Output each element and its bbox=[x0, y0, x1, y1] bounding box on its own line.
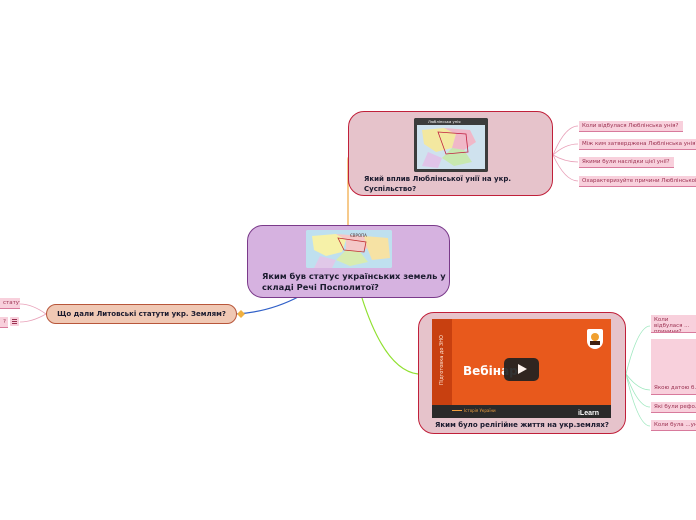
left-leaf-1[interactable]: статути? bbox=[0, 298, 20, 309]
left-topic-title: Що дали Литовські статути укр. Землям? bbox=[57, 310, 226, 318]
notes-icon[interactable] bbox=[10, 317, 19, 326]
bottom-leaf-2: Якою датою б... bbox=[654, 385, 696, 391]
link-left-leaf-2 bbox=[19, 313, 47, 323]
top-leaf-3[interactable]: Якими були наслідки цієї унії? bbox=[579, 157, 674, 168]
bottom-topic[interactable]: Підготовка до ЗНО Історія України Вебіна… bbox=[418, 312, 626, 434]
central-map-image: ЄВРОПА bbox=[306, 230, 392, 268]
top-topic[interactable]: Люблінська унія Який вплив Люблінської у… bbox=[348, 111, 553, 196]
link-bottom-leaf-1 bbox=[625, 325, 651, 375]
top-map-image: Люблінська унія bbox=[414, 118, 488, 172]
link-bottom-leaf-4 bbox=[625, 373, 651, 427]
left-leaf-2[interactable]: ? bbox=[0, 317, 8, 328]
top-leaf-1[interactable]: Коли відбулася Люблінська унія? bbox=[579, 121, 683, 132]
link-top-leaf-4 bbox=[552, 154, 579, 182]
central-topic[interactable]: ЄВРОПА Яким був статус українських земел… bbox=[247, 225, 450, 298]
video-subject: Історія України bbox=[464, 408, 496, 413]
video-bottom-bar bbox=[432, 405, 611, 418]
play-button[interactable] bbox=[504, 358, 539, 381]
bottom-topic-title: Яким було релігійне життя на укр.землях? bbox=[435, 421, 609, 429]
central-topic-title: Яким був статус українських земель у скл… bbox=[262, 271, 446, 292]
link-central-left bbox=[235, 295, 301, 315]
play-icon bbox=[518, 364, 527, 374]
video-side-bar bbox=[432, 319, 452, 418]
bottom-leaf-4[interactable]: Коли була ...уніа bbox=[651, 420, 696, 431]
link-bottom-leaf-2 bbox=[625, 373, 651, 391]
link-bottom-leaf-3 bbox=[625, 373, 651, 408]
bottom-leaf-2-box[interactable]: Якою датою б... bbox=[651, 339, 696, 395]
bottom-leaf-1[interactable]: Коли відбулася ... причини? bbox=[651, 315, 696, 333]
bottom-leaf-3[interactable]: Які були рефо... bbox=[651, 402, 696, 413]
video-brand: iLearn bbox=[577, 410, 599, 417]
central-map-caption: ЄВРОПА bbox=[350, 233, 367, 238]
link-top-leaf-1 bbox=[552, 125, 579, 156]
link-top-leaf-3 bbox=[552, 154, 579, 163]
link-central-bottom bbox=[361, 297, 419, 375]
collapse-diamond-icon bbox=[237, 310, 245, 318]
video-thumbnail[interactable]: Підготовка до ЗНО Історія України Вебіна… bbox=[432, 319, 611, 418]
bottom-leaf-1-text: Коли відбулася ... причини? bbox=[654, 317, 690, 333]
video-side-text: Підготовка до ЗНО bbox=[439, 335, 445, 385]
link-top-leaf-2 bbox=[552, 143, 579, 156]
video-logo-icon bbox=[587, 329, 603, 349]
link-left-leaf-1 bbox=[19, 303, 47, 315]
left-topic[interactable]: Що дали Литовські статути укр. Землям? bbox=[46, 304, 237, 324]
top-map-caption: Люблінська унія bbox=[428, 119, 461, 124]
video-subject-bar bbox=[452, 410, 462, 411]
top-topic-title: Який вплив Люблінської унії на укр. Сусп… bbox=[364, 175, 512, 193]
top-leaf-2[interactable]: Між ким затверджена Люблінська унія? bbox=[579, 139, 696, 150]
top-leaf-4[interactable]: Охарактеризуйте причини Люблінської унії bbox=[579, 176, 696, 187]
